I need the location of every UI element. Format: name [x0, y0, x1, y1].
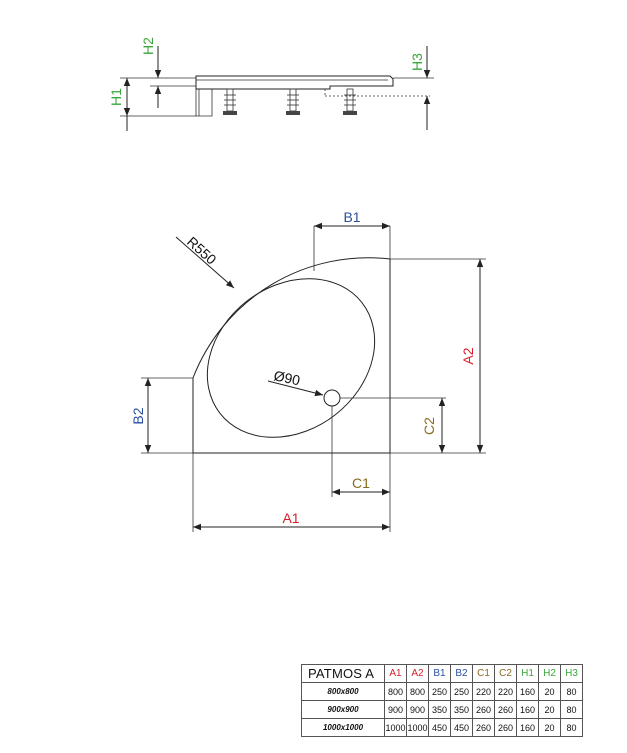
label-h3: H3 [409, 53, 425, 71]
tray-profile [195, 75, 394, 90]
table-cell: 350 [450, 700, 473, 719]
table-cell: 900 [406, 700, 429, 719]
basin [206, 278, 376, 438]
row-label: 800x800 [301, 682, 385, 701]
table-cell: 220 [494, 682, 517, 701]
table-cell: 260 [494, 718, 517, 737]
support-leg [343, 88, 357, 115]
table-cell: 160 [516, 682, 539, 701]
column-header-h1: H1 [516, 664, 539, 683]
label-c2: C2 [421, 417, 437, 435]
table-cell: 80 [560, 682, 583, 701]
top-view: Ø90 R550 B1 A2 C2 B2 C1 A1 [130, 209, 486, 532]
label-b1: B1 [343, 209, 360, 225]
table-cell: 260 [472, 700, 495, 719]
column-header-a1: A1 [384, 664, 407, 683]
table-cell: 80 [560, 718, 583, 737]
column-header-b2: B2 [450, 664, 473, 683]
row-label: 900x900 [301, 700, 385, 719]
table-cell: 1000 [384, 718, 407, 737]
table-cell: 250 [428, 682, 451, 701]
label-h1: H1 [108, 88, 124, 106]
label-a1: A1 [282, 510, 299, 526]
label-radius: R550 [184, 233, 220, 267]
table-cell: 20 [538, 700, 561, 719]
column-header-c2: C2 [494, 664, 517, 683]
table-cell: 900 [384, 700, 407, 719]
column-header-h2: H2 [538, 664, 561, 683]
side-view: H1 H2 H3 [108, 37, 434, 131]
column-header-a2: A2 [406, 664, 429, 683]
table-cell: 220 [472, 682, 495, 701]
label-drain: Ø90 [272, 367, 301, 388]
label-b2: B2 [130, 407, 146, 424]
table-cell: 350 [428, 700, 451, 719]
row-label: 1000x1000 [301, 718, 385, 737]
table-cell: 250 [450, 682, 473, 701]
label-a2: A2 [460, 347, 476, 364]
drain [323, 389, 341, 407]
support-leg [286, 88, 300, 115]
tray-outline [192, 257, 391, 454]
column-header-c1: C1 [472, 664, 495, 683]
model-name: PATMOS A [301, 664, 385, 683]
table-cell: 80 [560, 700, 583, 719]
table-cell: 1000 [406, 718, 429, 737]
table-cell: 260 [472, 718, 495, 737]
table-cell: 800 [406, 682, 429, 701]
table-cell: 160 [516, 718, 539, 737]
label-c1: C1 [352, 475, 370, 491]
table-cell: 450 [450, 718, 473, 737]
table-cell: 260 [494, 700, 517, 719]
table-cell: 160 [516, 700, 539, 719]
column-header-h3: H3 [560, 664, 583, 683]
table-cell: 20 [538, 682, 561, 701]
table-cell: 450 [428, 718, 451, 737]
support-leg [223, 88, 237, 115]
label-h2: H2 [140, 37, 156, 55]
table-cell: 800 [384, 682, 407, 701]
table-cell: 20 [538, 718, 561, 737]
column-header-b1: B1 [428, 664, 451, 683]
